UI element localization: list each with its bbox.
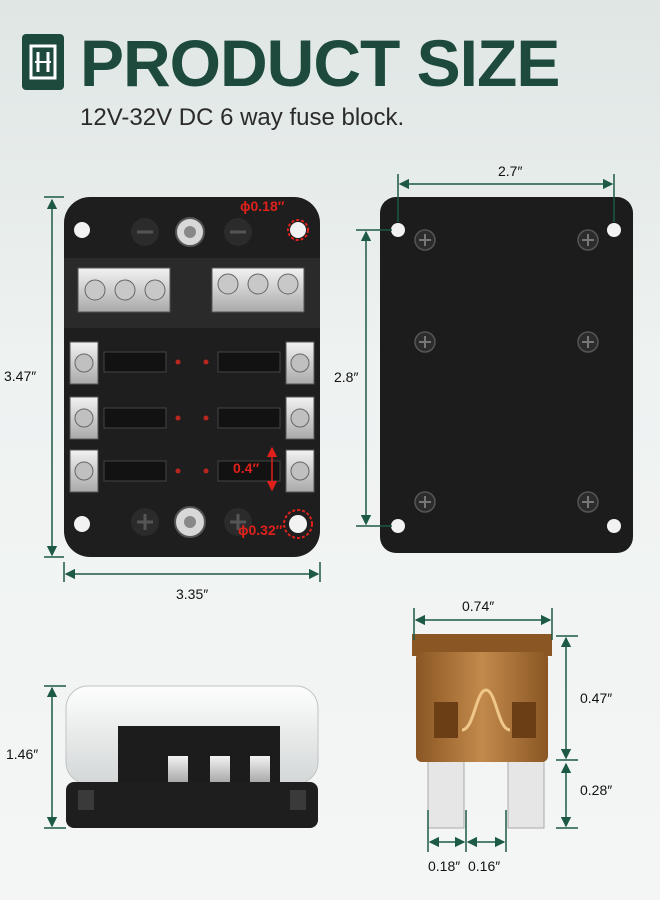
page-subtitle: 12V-32V DC 6 way fuse block. [80,104,405,131]
back-plate-view [380,197,633,553]
fuse-slot-label: 0.4″ [233,460,260,476]
blade-width-label: 0.18″ [428,858,461,874]
fuse-logo-icon [29,44,57,80]
block-width-label: 3.35″ [176,586,209,602]
fuse-block-top-view [64,197,320,557]
blade-gap-label: 0.16″ [468,858,501,874]
fuse-dimension-lines [413,608,578,852]
brand-logo-icon [22,34,64,90]
blade-fuse-view [412,634,552,829]
plate-dimension-lines [356,174,615,527]
fuse-width-label: 0.74″ [462,598,495,614]
block-height-label: 3.47″ [4,368,37,384]
block-dimension-lines [44,196,321,582]
plate-width-label: 2.7″ [498,163,523,179]
fuse-blade-height-label: 0.28″ [580,782,613,798]
side-dimension-lines [44,685,66,829]
small-hole-diameter-label: ϕ0.18″ [240,198,285,214]
side-view [65,685,319,828]
fuse-body-height-label: 0.47″ [580,690,613,706]
page-title: PRODUCT SIZE [80,26,560,100]
large-hole-diameter-label: ϕ0.32″ [238,522,283,538]
side-height-label: 1.46″ [6,746,39,762]
plate-height-label: 2.8″ [334,369,359,385]
